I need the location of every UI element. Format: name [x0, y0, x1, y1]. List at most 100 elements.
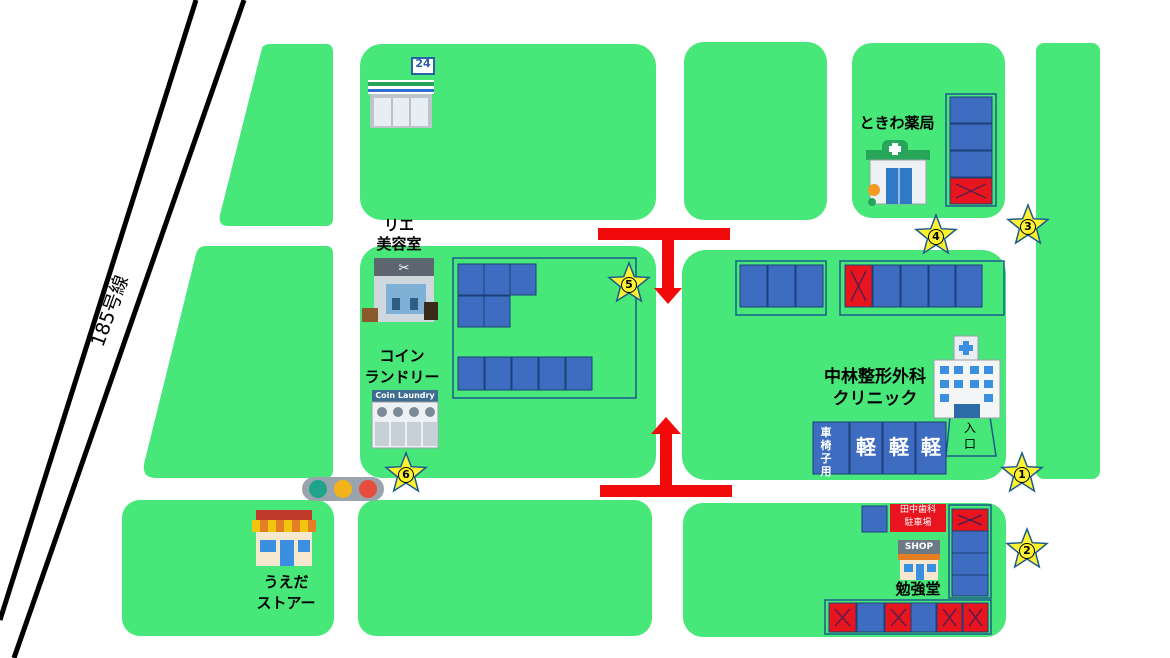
parking-lot-bookshop-bottom: [824, 599, 992, 635]
beauty-salon-icon: ✂: [362, 258, 438, 322]
parking-lot-clinic-right: [839, 260, 1005, 316]
block-convenience: [360, 44, 656, 220]
block-top-left: [219, 44, 333, 226]
shop-front-icon: [252, 510, 316, 566]
parking-slot: [457, 356, 485, 391]
bookshop-sign: SHOP: [904, 542, 934, 552]
store-label: うえだ ストアー: [238, 572, 334, 614]
location-markers: [384, 202, 1050, 569]
laundry-sign: Coin Laundry: [375, 391, 435, 400]
laundry-label-line1: コイン: [379, 347, 425, 365]
dental-parking-line1: 田中歯科: [899, 505, 936, 515]
store-label-line2: ストアー: [256, 594, 316, 612]
parking-lot-salon: [452, 257, 637, 399]
parking-slot: [457, 295, 485, 328]
bookshop-label: 勉強堂: [895, 580, 941, 598]
parking-slot: [565, 356, 593, 391]
parking-slot-occupied: [828, 602, 857, 633]
marker-number: 4: [932, 230, 940, 243]
parking-slot-occupied: [949, 177, 993, 205]
salon-label-line1: リエ: [383, 216, 414, 234]
marker-ring: [928, 229, 944, 245]
parking-slot: [739, 264, 768, 308]
parking-slot: [861, 505, 888, 533]
parking-slot: [457, 263, 485, 296]
marker-number: 6: [402, 468, 410, 481]
parking-slot: [509, 263, 537, 296]
store-label-line1: うえだ: [263, 573, 309, 591]
clinic-building-icon: [933, 335, 1001, 419]
parking-slot-occupied: [962, 602, 989, 633]
traffic-arrows: [598, 228, 732, 497]
laundromat-icon: [371, 390, 439, 449]
arrow-down: [598, 228, 730, 304]
arrow-up: [600, 417, 732, 497]
parking-slot: [511, 356, 539, 391]
cross-mark: [942, 608, 957, 627]
marker-ring: [1019, 543, 1035, 559]
parking-slot: [951, 530, 989, 554]
dental-parking-label: 田中歯科 駐車場: [890, 504, 946, 532]
parking-slot: [538, 356, 566, 391]
svg-text:✂: ✂: [399, 261, 410, 276]
parking-slot-occupied: [936, 602, 963, 633]
parking-slot: [856, 602, 885, 633]
parking-slot: [872, 264, 901, 308]
laundry-label: コイン ランドリー: [352, 346, 452, 388]
parking-slot: [812, 421, 850, 475]
marker-ring: [621, 277, 637, 293]
clinic-entrance-label[interactable]: 入口: [963, 421, 976, 451]
parking-slot: [483, 295, 511, 328]
parking-slot: [928, 264, 956, 308]
parking-slot: [483, 263, 511, 296]
parking-slot: [900, 264, 929, 308]
pharmacy-label: ときわ薬局: [859, 114, 935, 132]
parking-slot: [910, 602, 937, 633]
marker-number: 1: [1018, 468, 1026, 481]
parking-slot: [949, 123, 993, 151]
block-top-middle: [684, 42, 827, 220]
laundry-label-line2: ランドリー: [364, 368, 440, 386]
pharmacy-icon: [866, 140, 930, 206]
marker-ring: [1014, 467, 1030, 483]
kei-slot-label: 軽: [856, 435, 876, 459]
dental-parking-line2: 駐車場: [904, 518, 932, 528]
parking-slot: [767, 264, 796, 308]
parking-lot-clinic-left: [735, 260, 827, 316]
parking-slot: [484, 356, 512, 391]
convenience-store-icon: [368, 57, 435, 128]
block-right-strip: [1036, 43, 1100, 479]
parking-slot-occupied: [884, 602, 913, 633]
parking-slot: [849, 421, 883, 475]
kei-slot-label: 軽: [921, 435, 941, 459]
parking-slot: [882, 421, 916, 475]
cross-mark: [957, 514, 983, 526]
cross-mark: [955, 183, 987, 199]
clinic-label: 中林整形外科 クリニック: [808, 366, 942, 410]
parking-slot: [915, 421, 947, 475]
parking-slot-occupied: [844, 264, 873, 308]
parking-slot: [951, 574, 989, 597]
parking-lot-bookshop-right: [948, 504, 992, 599]
cross-mark: [968, 608, 983, 627]
block-bottom-middle: [358, 500, 652, 636]
block-mid-left: [143, 246, 333, 478]
cross-mark: [890, 608, 907, 627]
convenience-sign: 24: [415, 57, 431, 70]
parking-lot-pharmacy: [945, 93, 997, 207]
parking-slots: [457, 96, 993, 633]
cross-mark: [850, 270, 867, 302]
marker-ring: [1020, 219, 1036, 235]
parking-slot: [951, 552, 989, 576]
clinic-label-line1: 中林整形外科: [824, 367, 926, 387]
traffic-light-icon: [302, 477, 384, 501]
route-185-road: [0, 0, 247, 658]
clinic-label-line2: クリニック: [832, 389, 918, 409]
salon-label-line2: 美容室: [376, 235, 422, 253]
parking-slot: [795, 264, 824, 308]
salon-label: リエ 美容室: [364, 216, 434, 254]
marker-number: 5: [625, 278, 633, 291]
parking-slot: [955, 264, 983, 308]
cross-mark: [834, 608, 851, 627]
